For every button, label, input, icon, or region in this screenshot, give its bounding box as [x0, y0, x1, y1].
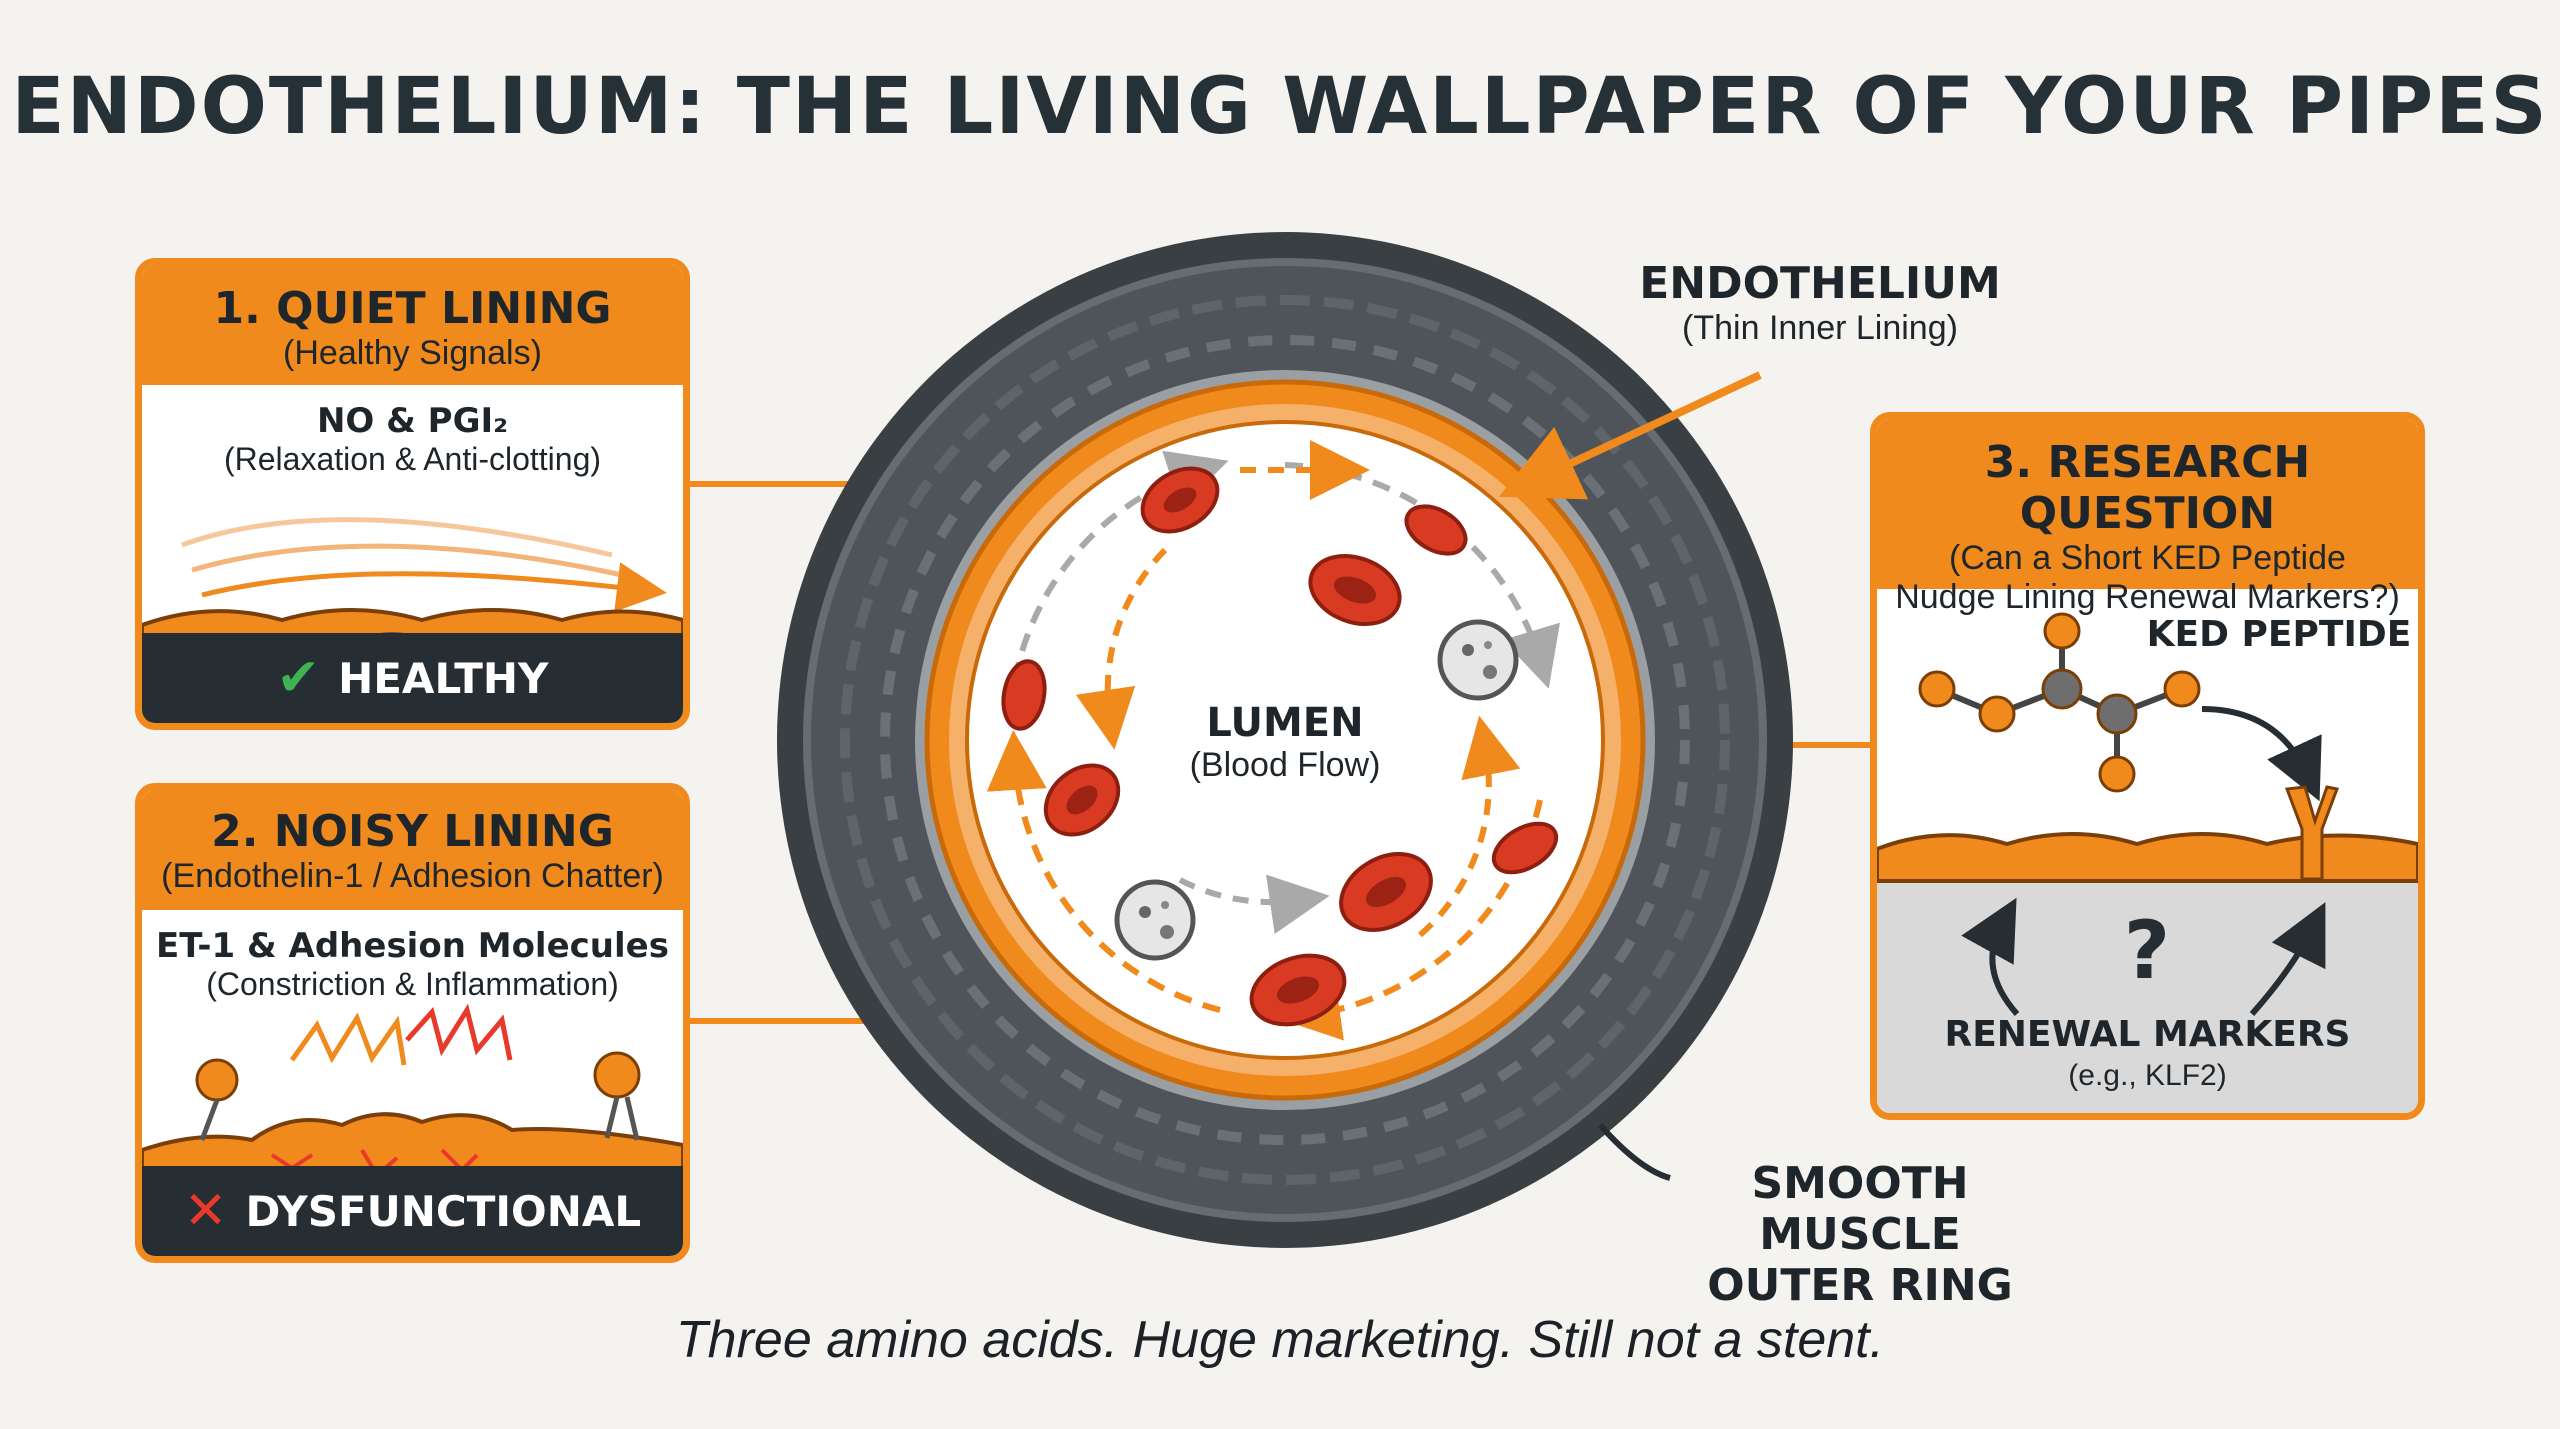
endothelium-title: ENDOTHELIUM [1639, 258, 2001, 309]
lumen-label: LUMEN (Blood Flow) [1135, 700, 1435, 785]
markers-title: RENEWAL MARKERS [1944, 1014, 2351, 1055]
panel3-title: 3. RESEARCH QUESTION [1984, 437, 2311, 539]
panel3-subtitle-line1: (Can a Short KED Peptide [1949, 539, 2346, 577]
endothelium-sub: (Thin Inner Lining) [1682, 309, 1958, 347]
peptide-diagram [1877, 612, 2418, 1016]
white-blood-cells [1114, 619, 1519, 961]
endothelium-pointer-arrow [1498, 371, 1762, 500]
panel2-signal-sub: (Constriction & Inflammation) [206, 966, 619, 1002]
lumen-title: LUMEN [1206, 700, 1364, 746]
panel-research-question: 3. RESEARCH QUESTION (Can a Short KED Pe… [1870, 412, 2425, 1120]
panel1-signal-title: NO & PGI₂ [316, 401, 509, 441]
panel1-status: HEALTHY [338, 653, 549, 703]
panel3-subtitle-line2: Nudge Lining Renewal Markers?) [1895, 578, 2400, 616]
panel-quiet-lining: 1. QUIET LINING (Healthy Signals) NO & P… [135, 258, 690, 730]
panel2-subtitle: (Endothelin-1 / Adhesion Chatter) [161, 857, 664, 895]
panel1-title: 1. QUIET LINING [213, 283, 612, 334]
panel-noisy-lining: 2. NOISY LINING (Endothelin-1 / Adhesion… [135, 783, 690, 1263]
panel2-status: DYSFUNCTIONAL [245, 1186, 642, 1236]
panel2-status-bar: ✕ DYSFUNCTIONAL [142, 1166, 683, 1256]
muscle-line2: OUTER RING [1707, 1260, 2013, 1311]
question-mark: ? [2123, 904, 2171, 997]
panel1-signal-sub: (Relaxation & Anti-clotting) [223, 441, 602, 477]
smooth-muscle-label: SMOOTH MUSCLE OUTER RING [1660, 1158, 2060, 1311]
muscle-line1: SMOOTH MUSCLE [1751, 1158, 1969, 1260]
cross-icon: ✕ [183, 1181, 228, 1241]
caption: Three amino acids. Huge marketing. Still… [675, 1311, 1885, 1369]
checkmark-icon: ✔ [276, 648, 321, 708]
panel1-subtitle: (Healthy Signals) [283, 334, 542, 372]
page-title: ENDOTHELIUM: THE LIVING WALLPAPER OF YOU… [11, 62, 2549, 152]
endothelium-label: ENDOTHELIUM (Thin Inner Lining) [1620, 258, 2020, 348]
muscle-pointer-line [1597, 1123, 1671, 1181]
lumen-sub: (Blood Flow) [1189, 746, 1381, 784]
panel2-signal-title: ET-1 & Adhesion Molecules [156, 926, 669, 966]
peptide-label: KED PEPTIDE [2146, 614, 2412, 655]
panel2-title: 2. NOISY LINING [211, 806, 614, 857]
markers-sub: (e.g., KLF2) [2068, 1059, 2227, 1092]
panel1-status-bar: ✔ HEALTHY [142, 633, 683, 723]
